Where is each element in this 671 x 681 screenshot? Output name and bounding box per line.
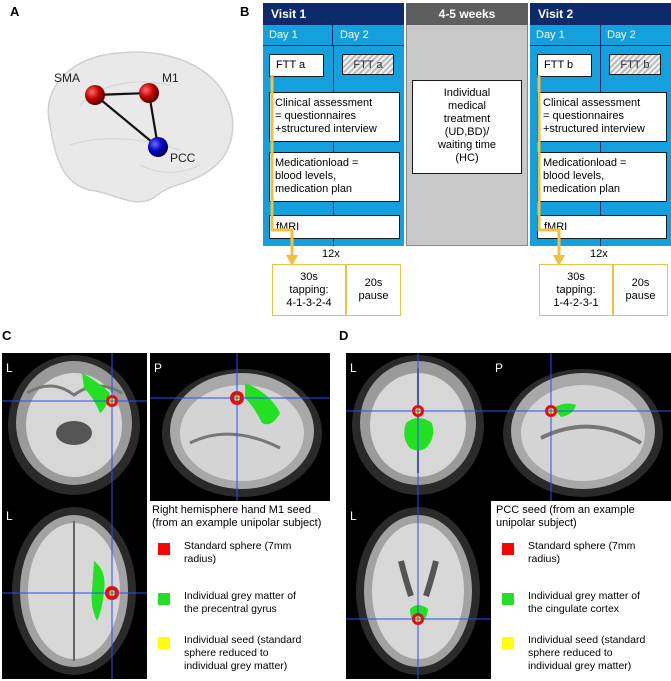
panel-b-letter: B [240,4,250,19]
panel-d-sagittal-label: P [495,361,504,375]
sma-node [85,85,105,105]
panel-c-legend-green-swatch [158,593,170,605]
gap-title: 4-5 weeks [406,3,528,25]
visit2-day2: Day 2 [607,29,636,41]
visit1-arrow [270,75,298,266]
panel-d-coronal-label: L [350,361,357,375]
m1-label: M1 [162,71,179,85]
panel-a-letter: A [10,4,20,19]
panel-c-letter: C [2,328,12,343]
panel-c-legend-red-text: Standard sphere (7mm radius) [184,540,292,565]
visit2-repeats: 12x [590,248,608,260]
visit1-day-divider [333,45,334,246]
panel-c-sagittal-view: P [150,353,330,501]
visit2-ftt-day2: FTT b [609,54,661,75]
visit1-medication-load: Medicationload = blood levels, medicatio… [269,152,400,202]
visit2-fmri: fMRI [537,215,667,239]
panel-c-legend-yellow-text: Individual seed (standard sphere reduced… [184,634,302,672]
panel-c-legend-green-text: Individual grey matter of the precentral… [184,590,297,615]
visit2-pause-box: 20s pause [613,264,668,316]
panel-d-legend-red-text: Standard sphere (7mm radius) [528,540,636,565]
pcc-label: PCC [170,151,196,165]
visit2-day1: Day 1 [536,29,565,41]
visit1-clinical-assessment: Clinical assessment = questionnaires +st… [269,92,400,142]
visit2-ftt-day1: FTT b [537,54,592,77]
panel-d-legend-red-swatch [502,543,514,555]
panel-d-letter: D [339,328,349,343]
pcc-node [148,137,168,157]
panel-c-title: Right hemisphere hand M1 seed (from an e… [152,504,322,529]
visit1-pause-box: 20s pause [346,264,401,316]
brain-network-figure: SMA M1 PCC [47,51,234,203]
panel-c-axial-view: L [2,501,147,679]
visit1-day2: Day 2 [340,29,369,41]
panel-d-legend-green-text: Individual grey matter of the cingulate … [528,590,641,615]
visit1-day1: Day 1 [263,25,333,45]
panel-d-legend-yellow-text: Individual seed (standard sphere reduced… [528,634,646,672]
panel-d-legend-green-swatch [502,593,514,605]
panel-c-legend-red-swatch [158,543,170,555]
edge-sma-pcc [94,94,159,148]
panel-c-axial-label: L [6,509,13,523]
visit2-title: Visit 2 [530,3,671,25]
visit1-title: Visit 1 [263,3,404,25]
visit1-ftt-day2: FTT a [342,54,394,75]
visit1-tapping-box: 30s tapping: 4-1-3-2-4 [272,264,346,316]
panel-d-legend-yellow-swatch [502,637,514,649]
panel-d-axial-view: L [346,501,491,679]
visit2-medication-load: Medicationload = blood levels, medicatio… [537,152,667,202]
visit2-tapping-box: 30s tapping: 1-4-2-3-1 [539,264,613,316]
panel-c-legend-yellow-swatch [158,637,170,649]
panel-c-coronal-view: L [2,353,147,501]
panel-d-axial-label: L [350,509,357,523]
sma-label: SMA [54,71,80,85]
visit1-ftt-day1: FTT a [269,54,324,77]
visit2-clinical-assessment: Clinical assessment = questionnaires +st… [537,92,667,142]
gap-treatment-text: Individual medical treatment (UD,BD)/ wa… [412,80,522,174]
m1-node [139,83,159,103]
panel-c-sagittal-label: P [154,361,163,375]
visit2-arrow [537,75,565,266]
panel-d-title: PCC seed (from an example unipolar subje… [496,504,635,529]
panel-d-sagittal-view: P [491,353,671,501]
visit1-repeats: 12x [322,248,340,260]
panel-d-coronal-view: L [346,353,491,501]
panel-c-coronal-label: L [6,361,13,375]
